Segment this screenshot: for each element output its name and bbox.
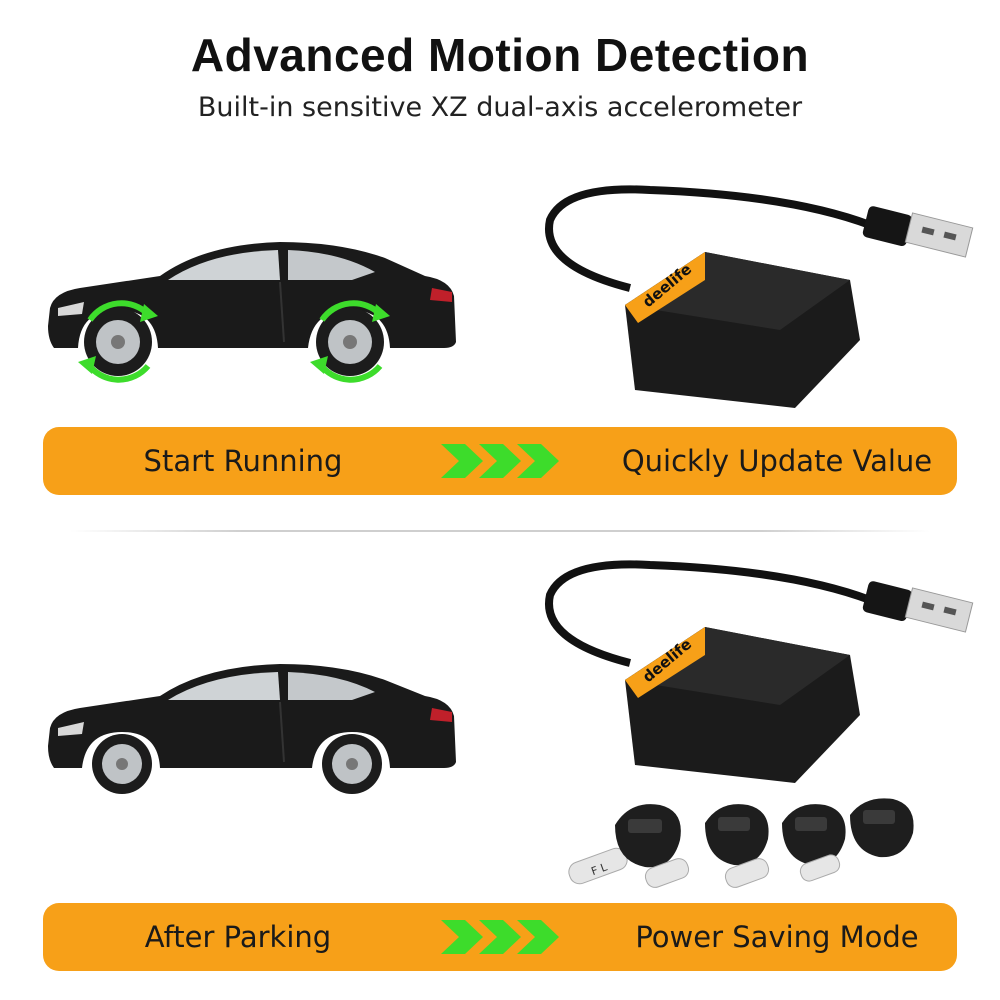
tire-pressure-sensors: F L (568, 798, 914, 888)
quickly-update-label: Quickly Update Value (621, 444, 933, 478)
moving-car-illustration (48, 242, 456, 383)
after-parking-label: After Parking (144, 920, 332, 954)
after-parking-band: After Parking Power Saving Mode (43, 903, 957, 971)
green-arrows-icon (441, 444, 559, 478)
start-running-band: Start Running Quickly Update Value (43, 427, 957, 495)
sensor-3 (724, 804, 846, 888)
sensor-1: F L (568, 804, 681, 885)
power-saving-label: Power Saving Mode (635, 920, 919, 954)
start-running-label: Start Running (143, 444, 343, 478)
sensor-4 (799, 798, 914, 882)
usb-receiver-device-bottom: deelife (545, 560, 974, 783)
section-divider (70, 530, 930, 532)
usb-receiver-device-top: deelife (545, 185, 974, 408)
sensor-2 (644, 804, 769, 888)
page-title: Advanced Motion Detection (190, 29, 810, 81)
parked-car-illustration (48, 664, 456, 794)
page-subtitle: Built-in sensitive XZ dual-axis accelero… (197, 92, 803, 123)
sensor-cap-label: F L (589, 860, 609, 878)
green-arrows-icon (441, 920, 559, 954)
